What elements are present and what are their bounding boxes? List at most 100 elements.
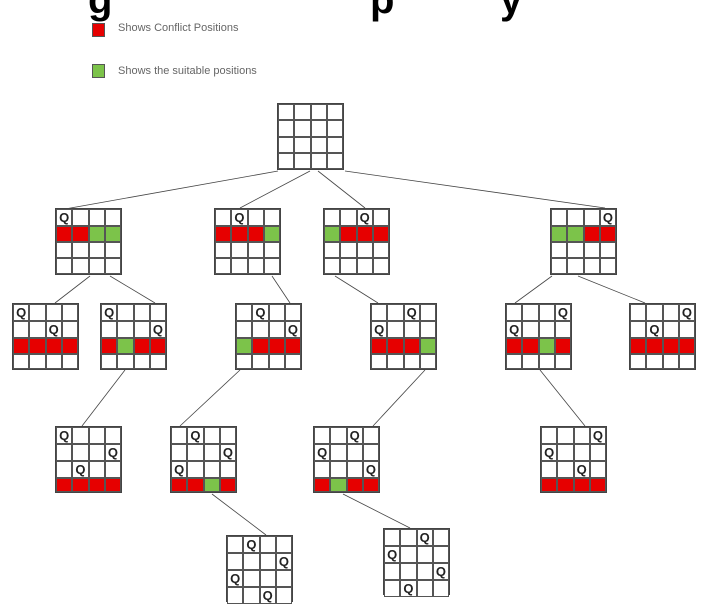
empty-cell: [247, 209, 264, 226]
conflict-cell: [346, 478, 363, 492]
tree-edge-root-b2: [239, 170, 311, 209]
queen-cell: Q: [346, 427, 363, 444]
queen-cell: Q: [252, 304, 269, 321]
empty-cell: [263, 258, 280, 274]
empty-cell: [275, 587, 292, 604]
empty-cell: [589, 444, 606, 461]
empty-cell: [314, 461, 331, 478]
empty-cell: [101, 353, 118, 369]
empty-cell: [252, 353, 269, 369]
conflict-cell: [557, 478, 574, 492]
empty-cell: [187, 461, 204, 478]
empty-cell: [104, 258, 121, 274]
empty-cell: [346, 444, 363, 461]
conflict-cell: [356, 226, 373, 242]
conflict-cell: [554, 338, 571, 354]
empty-cell: [384, 580, 401, 597]
queen-cell: Q: [45, 321, 62, 338]
empty-cell: [538, 321, 555, 338]
tree-edge-b4-b10: [577, 275, 646, 304]
queen-cell: Q: [149, 321, 166, 338]
tree-edge-b9-b14: [539, 369, 586, 427]
conflict-cell: [541, 478, 558, 492]
empty-cell: [326, 152, 343, 169]
queen-cell: Q: [599, 209, 616, 226]
empty-cell: [589, 461, 606, 478]
empty-cell: [104, 209, 121, 226]
suitable-cell: [330, 478, 347, 492]
empty-cell: [538, 353, 555, 369]
empty-cell: [400, 546, 417, 563]
conflict-cell: [13, 338, 30, 354]
empty-cell: [117, 304, 134, 321]
empty-cell: [171, 444, 188, 461]
empty-cell: [171, 427, 188, 444]
legend-swatch-suitable: [92, 64, 105, 78]
conflict-cell: [284, 338, 301, 354]
queen-cell: Q: [573, 461, 590, 478]
empty-cell: [646, 304, 663, 321]
conflict-cell: [231, 226, 248, 242]
conflict-cell: [506, 338, 523, 354]
queen-cell: Q: [284, 321, 301, 338]
empty-cell: [678, 353, 695, 369]
empty-cell: [72, 444, 89, 461]
conflict-cell: [314, 478, 331, 492]
empty-cell: [275, 570, 292, 587]
empty-cell: [340, 242, 357, 258]
queen-cell: Q: [362, 461, 379, 478]
queen-cell: Q: [403, 304, 420, 321]
conflict-cell: [573, 478, 590, 492]
conflict-cell: [247, 226, 264, 242]
empty-cell: [56, 258, 73, 274]
empty-cell: [278, 136, 295, 153]
empty-cell: [340, 258, 357, 274]
empty-cell: [326, 120, 343, 137]
queen-cell: Q: [259, 587, 276, 604]
conflict-cell: [72, 226, 89, 242]
empty-cell: [599, 242, 616, 258]
conflict-cell: [72, 478, 89, 492]
empty-cell: [330, 444, 347, 461]
empty-cell: [215, 258, 232, 274]
empty-cell: [432, 529, 449, 546]
empty-cell: [314, 427, 331, 444]
queen-cell: Q: [554, 304, 571, 321]
empty-cell: [275, 536, 292, 553]
empty-cell: [13, 353, 30, 369]
queen-cell: Q: [384, 546, 401, 563]
empty-cell: [372, 242, 389, 258]
tree-edge-b8-b13: [372, 369, 426, 427]
chessboard-b4: Q: [550, 208, 617, 275]
conflict-cell: [104, 478, 121, 492]
empty-cell: [133, 353, 150, 369]
empty-cell: [278, 104, 295, 121]
empty-cell: [278, 152, 295, 169]
empty-cell: [551, 258, 568, 274]
tree-edge-b4-b9: [514, 275, 553, 304]
legend-label-conflict: Shows Conflict Positions: [118, 22, 239, 34]
queen-cell: Q: [104, 444, 121, 461]
empty-cell: [356, 242, 373, 258]
empty-cell: [541, 461, 558, 478]
empty-cell: [567, 242, 584, 258]
empty-cell: [88, 461, 105, 478]
empty-cell: [88, 209, 105, 226]
empty-cell: [104, 461, 121, 478]
empty-cell: [416, 546, 433, 563]
chessboard-b1: Q: [55, 208, 122, 275]
tree-edge-b1-b6: [109, 275, 156, 304]
tree-edge-b12-b15: [211, 493, 267, 536]
empty-cell: [551, 209, 568, 226]
conflict-cell: [268, 338, 285, 354]
empty-cell: [252, 321, 269, 338]
queen-cell: Q: [678, 304, 695, 321]
tree-edge-root-b1: [64, 170, 279, 210]
empty-cell: [551, 242, 568, 258]
empty-cell: [149, 304, 166, 321]
empty-cell: [371, 304, 388, 321]
